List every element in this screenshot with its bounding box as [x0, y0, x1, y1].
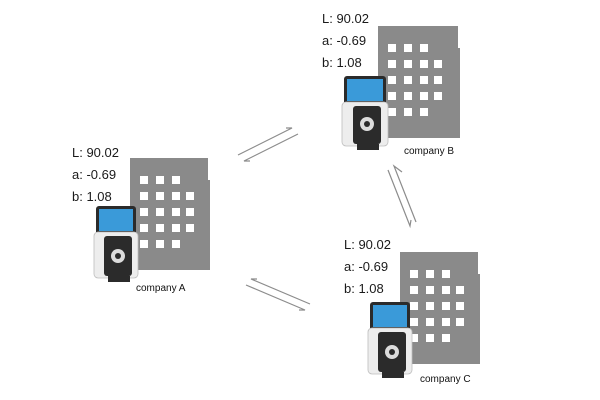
reading-l: L: 90.02 [322, 11, 369, 26]
arrow-a-c [245, 278, 311, 311]
color-readings: L: 90.02 a: -0.69 b: 1.08 [344, 234, 391, 300]
company-label: company C [420, 374, 471, 385]
reading-l: L: 90.02 [344, 237, 391, 252]
building-icon [378, 26, 460, 138]
spectrophotometer-device-icon [341, 76, 389, 150]
company-label: company B [404, 146, 455, 157]
arrow-b-c [387, 164, 417, 229]
reading-b: b: 1.08 [322, 55, 362, 70]
reading-b: b: 1.08 [344, 281, 384, 296]
reading-a: a: -0.69 [322, 33, 367, 48]
arrow-a-b [237, 127, 299, 162]
reading-l: L: 90.02 [72, 145, 119, 160]
reading-b: b: 1.08 [72, 189, 112, 204]
building-icon [130, 158, 210, 270]
reading-a: a: -0.69 [72, 167, 117, 182]
company-label: company A [136, 283, 186, 294]
spectrophotometer-device-icon [367, 302, 413, 378]
color-readings: L: 90.02 a: -0.69 b: 1.08 [322, 8, 369, 74]
building-icon [400, 252, 480, 364]
color-readings: L: 90.02 a: -0.69 b: 1.08 [72, 142, 119, 208]
spectrophotometer-device-icon [93, 206, 139, 282]
reading-a: a: -0.69 [344, 259, 389, 274]
